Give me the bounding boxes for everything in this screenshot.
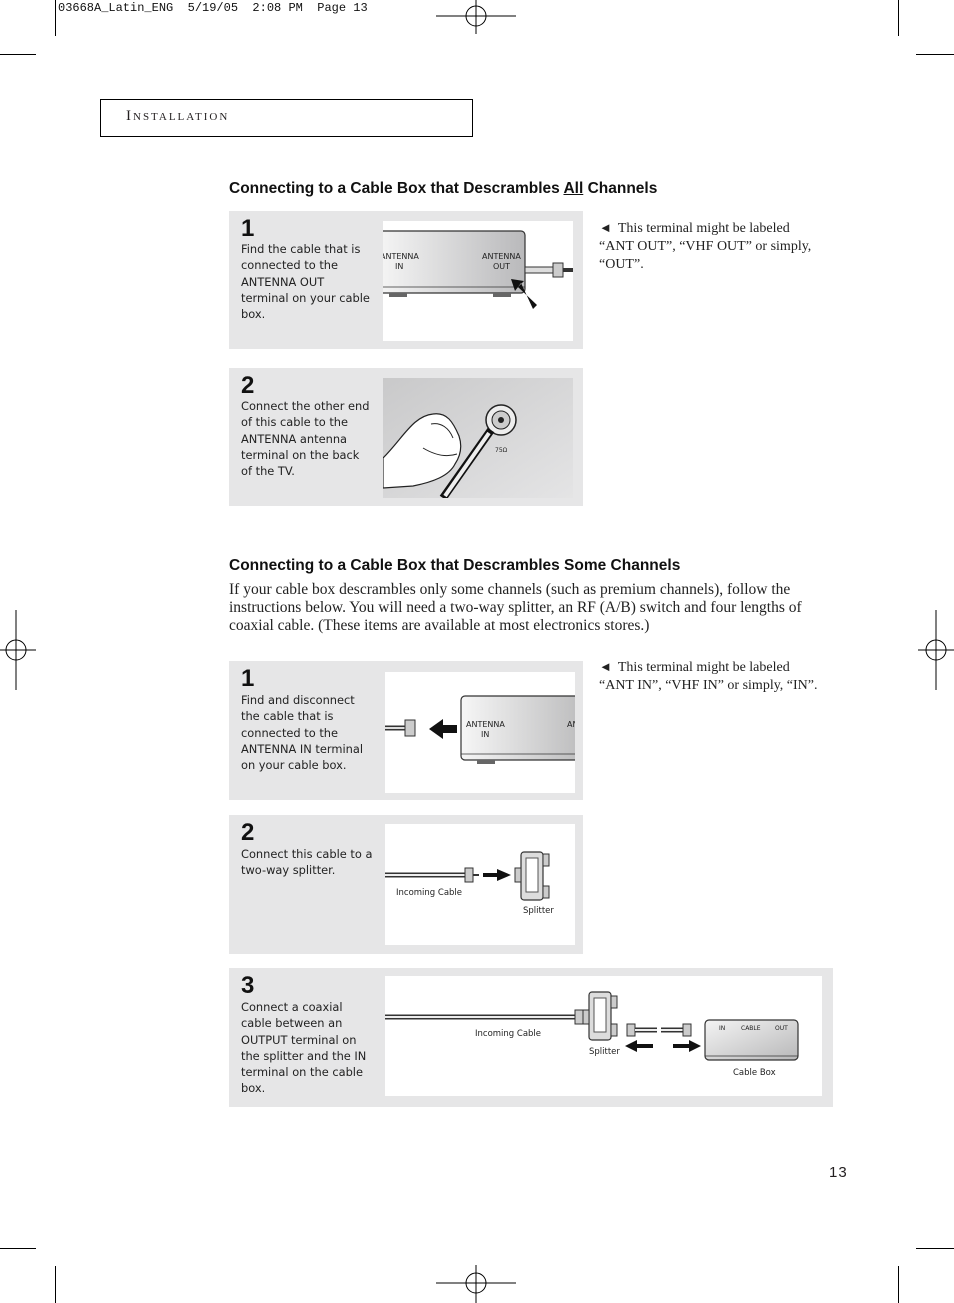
step-number: 1 bbox=[241, 215, 255, 242]
cable-to-splitter-diagram: Incoming Cable Splitter bbox=[385, 851, 554, 916]
step-panel-1: 1 Find and disconnect the cable that is … bbox=[229, 661, 583, 800]
step-instruction: Connect a coaxial cable between an OUTPU… bbox=[241, 1000, 367, 1096]
registration-mark-left bbox=[0, 610, 36, 690]
registration-mark-bottom bbox=[436, 1265, 516, 1303]
registration-mark-top bbox=[436, 0, 516, 34]
crop-mark bbox=[916, 54, 954, 55]
page-number: 13 bbox=[829, 1164, 848, 1181]
crop-mark bbox=[898, 0, 899, 36]
crop-mark bbox=[916, 1248, 954, 1249]
label-incoming-cable: Incoming Cable bbox=[396, 888, 462, 898]
section-intro-paragraph: If your cable box descrambles only some … bbox=[229, 581, 802, 634]
label-antenna-out: ANTENNA bbox=[482, 252, 521, 261]
registration-mark-right bbox=[918, 610, 954, 690]
section-title: Installation bbox=[126, 108, 230, 124]
cable-box-antenna-in-illustration: ANTENNA IN AN bbox=[385, 672, 575, 793]
heading-text: Channels bbox=[583, 180, 658, 197]
label-cable-box: Cable Box bbox=[733, 1068, 776, 1078]
splitter-to-cable-box-illustration: IN CABLE OUT Incoming Cable Splitter Cab… bbox=[385, 976, 822, 1096]
step-instruction: Connect the other end of this cable to t… bbox=[241, 399, 370, 479]
label-antenna: ANTENNA bbox=[383, 252, 419, 261]
crop-mark bbox=[55, 0, 56, 36]
step-panel-2: 2 Connect the other end of this cable to… bbox=[229, 368, 583, 506]
step-instruction: Find the cable that is connected to the … bbox=[241, 242, 370, 322]
label-in: IN bbox=[395, 262, 403, 271]
step-panel-1: 1 Find the cable that is connected to th… bbox=[229, 211, 583, 349]
heading-underlined-word: All bbox=[563, 180, 584, 197]
hand-connecting-cable-diagram: 75Ω bbox=[383, 378, 573, 498]
cable-box-diagram: ANTENNA IN ANTENNA OUT bbox=[383, 230, 573, 309]
step-instruction: Find and disconnect the cable that is co… bbox=[241, 693, 364, 773]
section-heading-all-channels: Connecting to a Cable Box that Descrambl… bbox=[229, 180, 657, 198]
print-slug: 03668A_Latin_ENG 5/19/05 2:08 PM Page 13 bbox=[58, 1, 368, 15]
label-splitter: Splitter bbox=[523, 906, 554, 916]
label-cable: CABLE bbox=[741, 1025, 761, 1032]
crop-mark bbox=[0, 54, 36, 55]
pointer-arrow-icon bbox=[511, 279, 537, 309]
step-number: 3 bbox=[241, 972, 255, 999]
tv-antenna-terminal-illustration: 75Ω bbox=[383, 378, 573, 498]
step-number: 2 bbox=[241, 819, 255, 846]
left-arrow-icon bbox=[625, 1040, 653, 1052]
label-in: IN bbox=[719, 1025, 725, 1032]
right-arrow-icon bbox=[673, 1040, 701, 1052]
step-number: 2 bbox=[241, 372, 255, 399]
step-panel-2: 2 Connect this cable to a two-way splitt… bbox=[229, 815, 583, 954]
left-arrow-icon bbox=[429, 719, 457, 739]
label-antenna: ANTENNA bbox=[466, 720, 505, 729]
right-arrow-icon bbox=[483, 869, 511, 881]
terminal-label-note-in: ◄This terminal might be labeled “ANT IN”… bbox=[599, 658, 827, 695]
step-panel-3: 3 Connect a coaxial cable between an OUT… bbox=[229, 968, 833, 1107]
label-75-ohm: 75Ω bbox=[495, 447, 508, 454]
step-instruction: Connect this cable to a two-way splitter… bbox=[241, 847, 373, 878]
heading-text: Connecting to a Cable Box that Descrambl… bbox=[229, 180, 564, 197]
step-number: 1 bbox=[241, 665, 255, 692]
label-antenna-partial: AN bbox=[567, 720, 575, 729]
splitter-illustration: Incoming Cable Splitter bbox=[385, 824, 575, 945]
crop-mark bbox=[0, 1248, 36, 1249]
note-pointer-icon: ◄ bbox=[599, 659, 612, 674]
section-heading-some-channels: Connecting to a Cable Box that Descrambl… bbox=[229, 557, 681, 574]
label-splitter: Splitter bbox=[589, 1047, 620, 1057]
section-header-box bbox=[100, 99, 473, 137]
label-out: OUT bbox=[493, 262, 510, 271]
cable-box-rear-illustration: ANTENNA IN ANTENNA OUT bbox=[383, 221, 573, 341]
splitter-to-cable-box-diagram: IN CABLE OUT Incoming Cable Splitter Cab… bbox=[385, 991, 799, 1078]
note-text: This terminal might be labeled “ANT OUT”… bbox=[599, 221, 812, 272]
label-in: IN bbox=[481, 730, 489, 739]
disconnect-cable-diagram: ANTENNA IN AN bbox=[385, 695, 575, 764]
note-pointer-icon: ◄ bbox=[599, 220, 612, 235]
label-out: OUT bbox=[775, 1025, 788, 1032]
label-incoming-cable: Incoming Cable bbox=[475, 1029, 541, 1039]
crop-mark bbox=[898, 1266, 899, 1303]
terminal-label-note-out: ◄This terminal might be labeled “ANT OUT… bbox=[599, 219, 827, 274]
crop-mark bbox=[55, 1266, 56, 1303]
note-text: This terminal might be labeled “ANT IN”,… bbox=[599, 660, 818, 693]
